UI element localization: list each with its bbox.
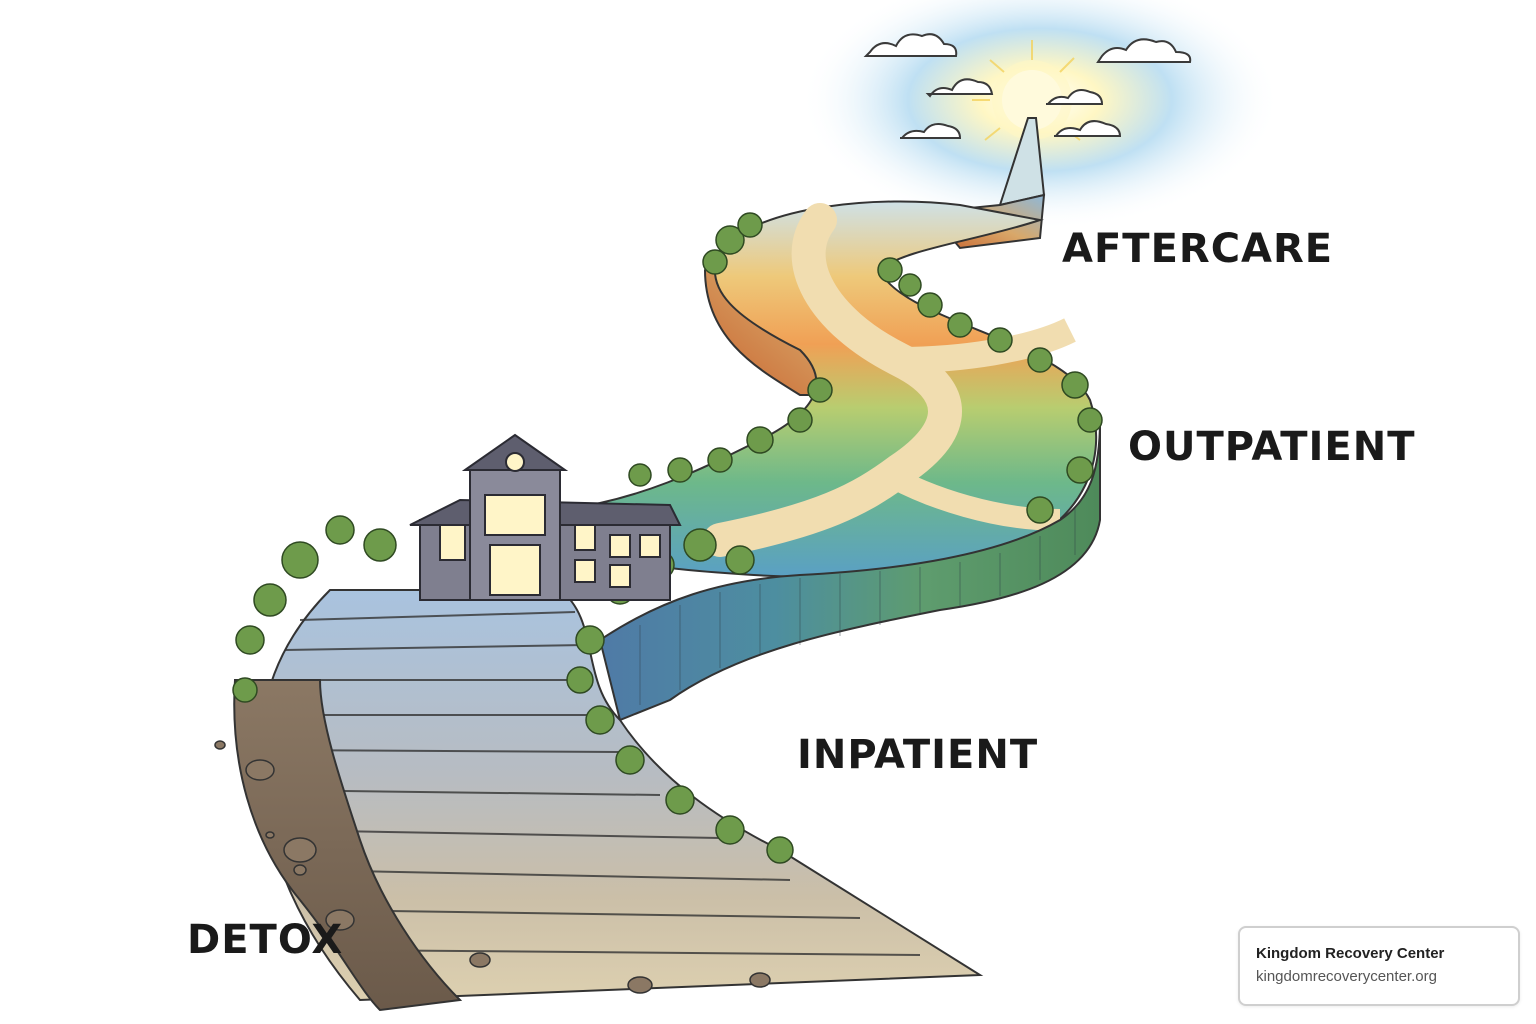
cloud-icon <box>900 123 962 139</box>
brand-name: Kingdom Recovery Center <box>1256 945 1445 962</box>
stage-label-outpatient: OUTPATIENT <box>1128 424 1416 470</box>
building-icon <box>409 433 682 601</box>
stage-label-detox: DETOX <box>187 917 344 963</box>
bushes <box>232 212 1103 864</box>
stage-label-aftercare: AFTERCARE <box>1062 226 1334 272</box>
cloud-icon <box>1096 38 1192 63</box>
cloud-icon <box>863 33 958 57</box>
brand-card: Kingdom Recovery Center kingdomrecoveryc… <box>1238 926 1520 1006</box>
rock-cliff <box>214 679 771 1012</box>
cloud-icon <box>1054 120 1122 137</box>
brand-url[interactable]: kingdomrecoverycenter.org <box>1256 968 1437 985</box>
cloud-icon <box>925 78 994 98</box>
terrace-wall <box>598 419 1101 722</box>
sun-icon <box>972 40 1095 141</box>
cloud-icon <box>1046 89 1104 105</box>
stage-label-inpatient: INPATIENT <box>797 732 1039 778</box>
